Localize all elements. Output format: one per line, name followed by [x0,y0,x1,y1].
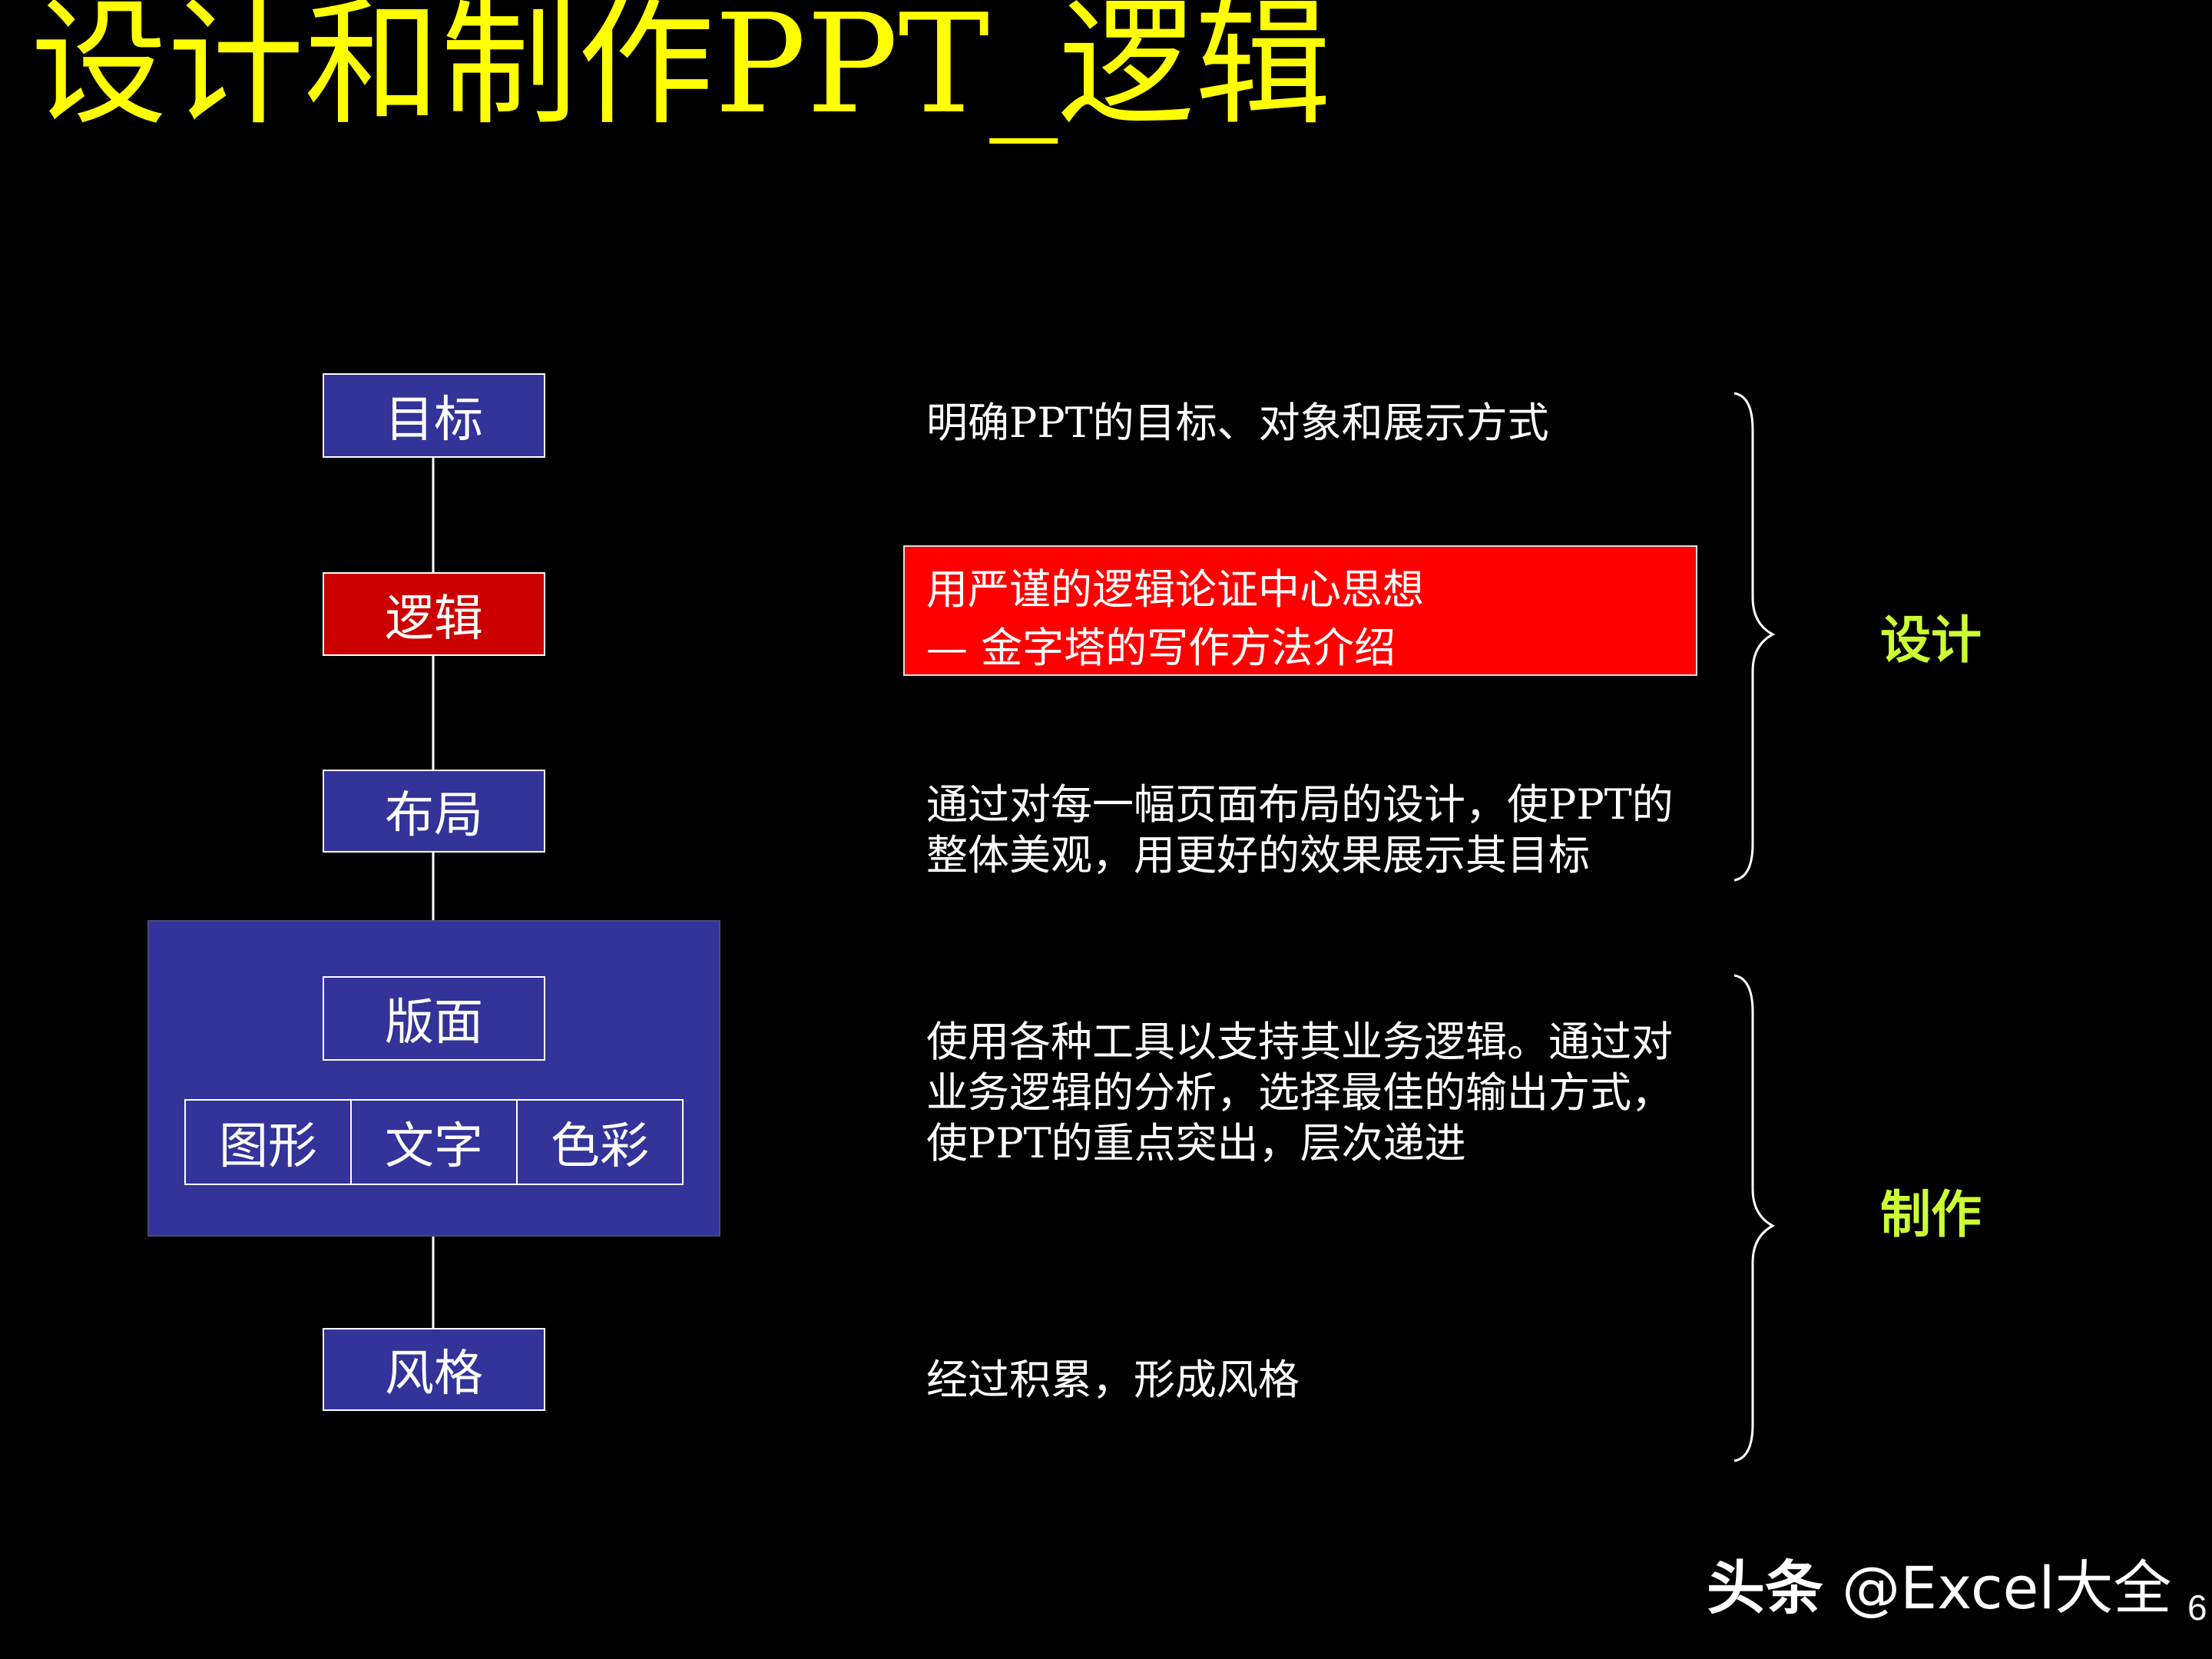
flow-step-layout: 布局 [323,770,545,853]
production-brace [1734,974,1776,1462]
page-element-graphics: 图形 [186,1101,352,1184]
phase-label-design: 设计 [1880,611,1982,670]
slide-title: 设计和制作PPT_逻辑 [31,0,1332,144]
design-brace [1734,392,1776,882]
page-number: 6 [2187,1588,2207,1628]
logic-description-line-2: — 金字塔的写作方法介绍 [926,624,1396,672]
page-elements-row: 图形 文字 色彩 [184,1099,684,1185]
phase-label-production: 制作 [1880,1185,1982,1244]
style-description: 经过积累，形成风格 [926,1356,1300,1404]
logic-description-line-1: 用严谨的逻辑论证中心思想 [926,565,1424,614]
flow-step-style-label: 风格 [385,1346,483,1402]
flow-step-goal-label: 目标 [385,392,483,449]
watermark: 头条 @Excel大全 [1707,1541,2172,1625]
page-description-line-1: 使用各种工具以支持其业务逻辑。通过对 [926,1018,1673,1066]
logic-description-highlight: 用严谨的逻辑论证中心思想 — 金字塔的写作方法介绍 [903,545,1697,676]
flow-step-layout-label: 布局 [385,787,483,844]
page-element-text: 文字 [352,1101,518,1184]
layout-description-line-2: 整体美观，用更好的效果展示其目标 [926,831,1590,879]
page-element-color: 色彩 [551,1118,649,1175]
flow-step-style: 风格 [323,1328,545,1411]
flow-step-page: 版面 [323,976,545,1061]
page-design-group [147,920,720,1237]
page-description-line-2: 业务逻辑的分析，选择最佳的输出方式， [926,1068,1673,1117]
flow-step-goal: 目标 [323,373,545,458]
watermark-brand: 头条 [1707,1554,1823,1622]
page-description-line-3: 使PPT的重点突出，层次递进 [926,1119,1466,1167]
flow-step-logic: 逻辑 [323,572,545,656]
flow-step-page-label: 版面 [385,995,483,1051]
layout-description-line-1: 通过对每一幅页面布局的设计，使PPT的 [926,780,1674,829]
watermark-handle: @Excel大全 [1842,1554,2172,1622]
goal-description: 明确PPT的目标、对象和展示方式 [926,399,1549,447]
flow-step-logic-label: 逻辑 [385,590,483,647]
